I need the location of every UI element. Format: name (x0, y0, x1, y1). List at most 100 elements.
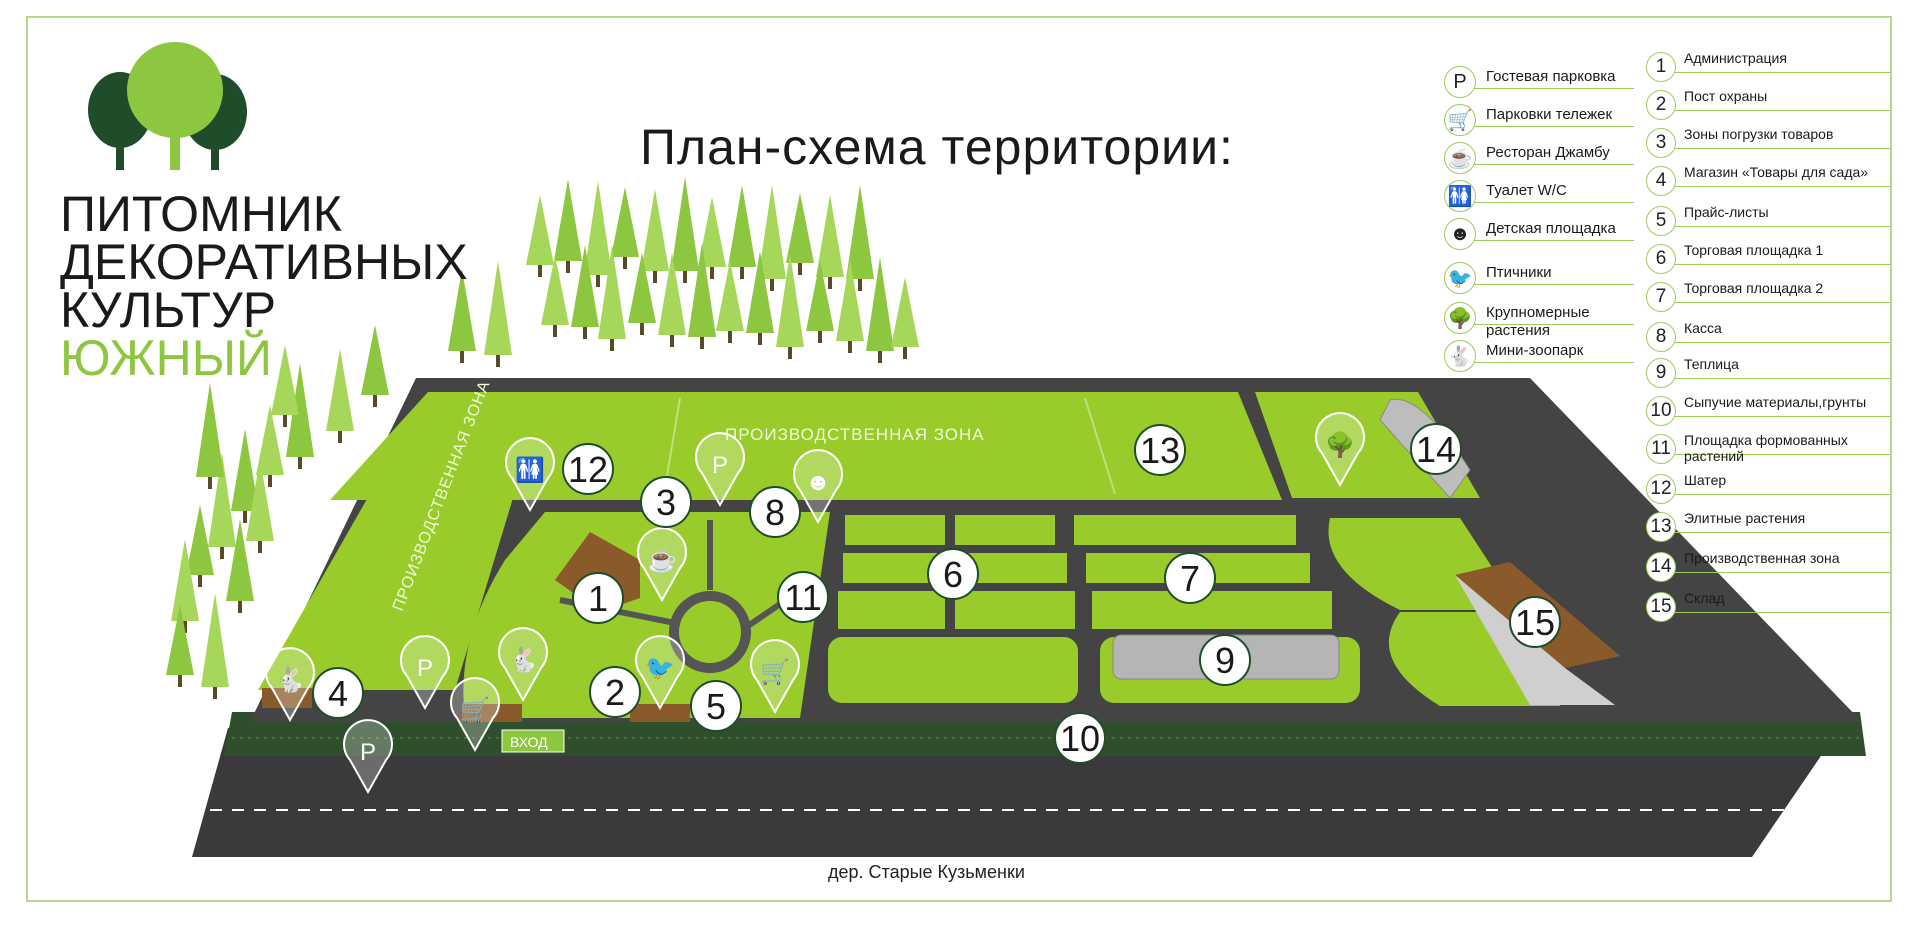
parking-icon-pin[interactable]: P (695, 432, 745, 508)
playground-icon-pin[interactable]: ☻ (793, 449, 843, 525)
tree-icon (641, 189, 669, 283)
toilet-icon: 🚻 (515, 456, 545, 484)
tree-icon (226, 519, 254, 613)
number-legend-label: Площадка формованных растений (1684, 432, 1848, 464)
legend-rule (1474, 126, 1634, 127)
legend-rule (1474, 324, 1634, 325)
rabbit-icon-pin[interactable]: 🐇 (265, 647, 315, 723)
main-road (192, 728, 1840, 857)
tree-icon (866, 257, 894, 363)
marker-number: 4 (328, 673, 348, 714)
rabbit-icon-pin[interactable]: 🐇 (498, 627, 548, 703)
legend-rule (1674, 416, 1890, 417)
icon-legend-item: 🌳Крупномерные растения (1444, 302, 1634, 339)
toilet-icon: 🚻 (1444, 180, 1476, 212)
number-legend-badge: 10 (1646, 396, 1676, 426)
marker-number: 15 (1515, 602, 1555, 643)
tree-icon (846, 185, 874, 291)
brand-line-2: ДЕКОРАТИВНЫХ (60, 234, 468, 290)
map-marker-9[interactable]: 9 (1199, 634, 1251, 686)
number-legend-badge: 4 (1646, 166, 1676, 196)
number-legend-label: Сыпучие материалы,грунты (1684, 394, 1867, 410)
map-marker-12[interactable]: 12 (562, 443, 614, 495)
legend-rule (1674, 454, 1890, 455)
number-legend-label: Шатер (1684, 472, 1727, 488)
page-title: План-схема территории: (640, 119, 1234, 175)
cart-icon: 🛒 (760, 658, 790, 686)
rabbit-icon: 🐇 (275, 666, 305, 694)
number-legend-badge: 11 (1646, 434, 1676, 464)
cup-icon: ☕ (647, 545, 677, 574)
price-shed (630, 704, 690, 722)
number-legend-label: Торговая площадка 1 (1684, 242, 1824, 258)
legend-rule (1674, 612, 1890, 613)
tree-icon (598, 245, 626, 351)
number-legend-badge: 13 (1646, 512, 1676, 542)
legend-rule (1674, 302, 1890, 303)
tree-icon (728, 185, 756, 279)
legend-rule (1674, 342, 1890, 343)
tree-icon (806, 261, 834, 343)
legend-rule (1674, 572, 1890, 573)
map-marker-3[interactable]: 3 (640, 476, 692, 528)
tree-icon-pin[interactable]: 🌳 (1315, 412, 1365, 488)
icon-legend-label: Гостевая парковка (1486, 68, 1616, 85)
playground-icon: ☻ (1444, 218, 1476, 250)
bird-icon-pin[interactable]: 🐦 (635, 635, 685, 711)
cart-icon-pin[interactable]: 🛒 (750, 639, 800, 715)
number-legend-badge: 5 (1646, 206, 1676, 236)
parking-icon-pin[interactable]: P (343, 719, 393, 795)
warehouse-wall (1455, 575, 1615, 705)
icon-legend-item: ☕Ресторан Джамбу (1444, 142, 1634, 178)
icon-legend-label: Крупномерные растения (1486, 304, 1590, 339)
marker-number: 7 (1180, 558, 1200, 599)
map-marker-6[interactable]: 6 (927, 548, 979, 600)
tree-icon (658, 253, 686, 347)
map-marker-14[interactable]: 14 (1410, 423, 1462, 475)
village-label: дер. Старые Кузьменки (828, 862, 1025, 882)
tree-icon (326, 349, 354, 443)
tree-icon (231, 429, 259, 523)
map-marker-7[interactable]: 7 (1164, 552, 1216, 604)
map-marker-10[interactable]: 10 (1054, 712, 1106, 764)
tree-icon (688, 243, 716, 349)
production-zone-top-label: ПРОИЗВОДСТВЕННАЯ ЗОНА (725, 425, 985, 444)
number-legend-label: Пост охраны (1684, 88, 1768, 104)
legend-rule (1674, 532, 1890, 533)
map-marker-2[interactable]: 2 (589, 666, 641, 718)
tree-icon (836, 259, 864, 353)
map-marker-8[interactable]: 8 (749, 486, 801, 538)
map-marker-5[interactable]: 5 (690, 680, 742, 732)
number-legend-item: 2 Пост охраны (1646, 88, 1890, 124)
icon-legend-item: 🚻Туалет W/C (1444, 180, 1634, 216)
map-pins: 🚻P☻☕🐇🐦🛒🐇P🛒P🌳 (265, 412, 1365, 795)
rabbit-icon: 🐇 (1444, 340, 1476, 372)
map-marker-1[interactable]: 1 (572, 572, 624, 624)
number-legend-badge: 1 (1646, 52, 1676, 82)
toilet-icon-pin[interactable]: 🚻 (505, 437, 555, 513)
tree-icon (361, 325, 389, 407)
tree-icon (246, 459, 274, 553)
number-legend-badge: 2 (1646, 90, 1676, 120)
map-marker-11[interactable]: 11 (777, 571, 829, 623)
parking-icon: P (712, 452, 728, 479)
tree-icon (484, 261, 512, 367)
map-marker-13[interactable]: 13 (1134, 424, 1186, 476)
cup-icon-pin[interactable]: ☕ (637, 527, 687, 603)
parking-icon: P (360, 739, 376, 766)
legend-rule (1674, 148, 1890, 149)
tree-icon (611, 187, 639, 269)
number-legend-badge: 8 (1646, 322, 1676, 352)
tree-icon (541, 255, 569, 337)
cart-icon-pin[interactable]: 🛒 (450, 677, 500, 753)
number-legend-label: Зоны погрузки товаров (1684, 126, 1834, 142)
legend-rule (1674, 186, 1890, 187)
parking-icon-pin[interactable]: P (400, 635, 450, 711)
number-legend-label: Прайс-листы (1684, 204, 1769, 220)
tree-icon (196, 383, 224, 489)
map-marker-4[interactable]: 4 (312, 667, 364, 719)
map-marker-15[interactable]: 15 (1509, 596, 1561, 648)
